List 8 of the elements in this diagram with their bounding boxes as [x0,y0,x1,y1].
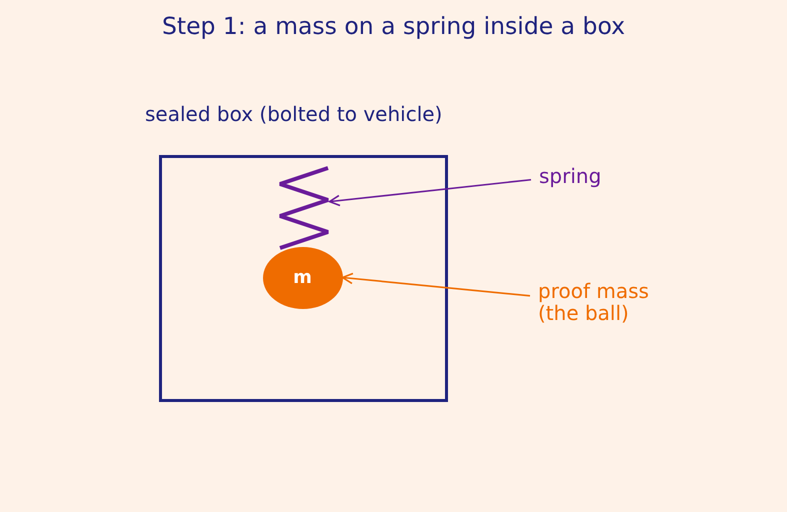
mass-symbol: m [293,266,312,288]
callout-label: proof mass (the ball) [538,280,668,324]
leader-arrow [342,272,530,297]
diagram-title: Step 1: a mass on a spring inside a box [160,11,626,42]
leader-arrow [328,178,532,206]
box-heading: sealed box (bolted to vehicle) [145,102,442,126]
spring-zigzag [278,166,330,250]
callout-label: spring [539,165,619,187]
